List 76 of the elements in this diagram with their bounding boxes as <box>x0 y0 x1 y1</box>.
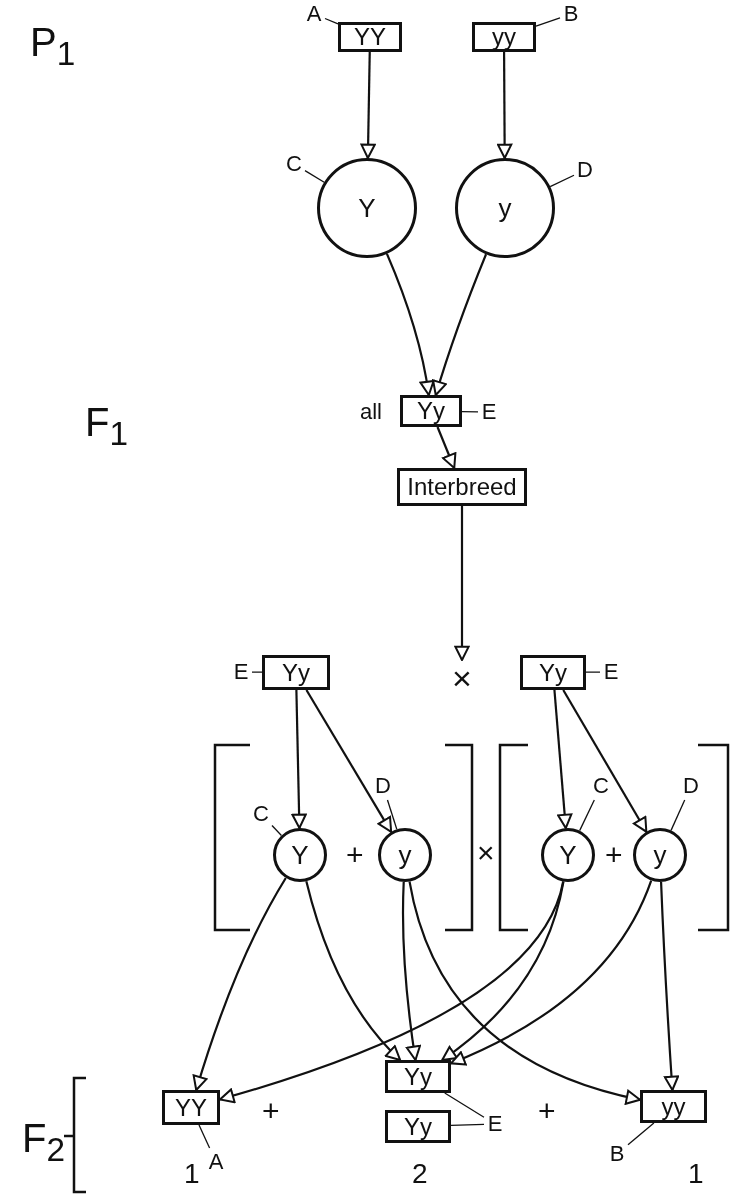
leader-line <box>461 410 479 413</box>
callout-letter: B <box>560 0 582 28</box>
genotype-box: Yy <box>520 655 586 690</box>
genotype-box: yy <box>472 22 536 52</box>
arrow <box>305 880 402 1061</box>
callout-letter: C <box>283 150 305 178</box>
leader-line <box>251 671 263 673</box>
leader-line <box>444 1092 485 1118</box>
leader-line <box>549 174 575 188</box>
generation-label: F$_{1}$ <box>85 402 128 451</box>
ratio-number: 1 <box>184 1160 200 1188</box>
plus-sign: + <box>346 840 364 870</box>
arrow <box>219 881 565 1103</box>
callout-letter: A <box>205 1148 227 1176</box>
genotype-box: YY <box>162 1090 220 1125</box>
leader-line <box>670 799 686 831</box>
gamete-circle: y <box>633 828 687 882</box>
gamete-circle: y <box>455 158 555 258</box>
arrow <box>385 253 435 396</box>
gamete-circle: Y <box>317 158 417 258</box>
ratio-number: 1 <box>688 1160 704 1188</box>
callout-letter: E <box>600 658 622 686</box>
gamete-circle: y <box>378 828 432 882</box>
callout-letter: E <box>230 658 252 686</box>
plus-sign: + <box>605 840 623 870</box>
plus-sign: + <box>538 1096 556 1126</box>
callout-letter: D <box>372 772 394 800</box>
gamete-circle: Y <box>541 828 595 882</box>
arrow <box>660 881 680 1091</box>
callout-letter: D <box>680 772 702 800</box>
leader-line <box>198 1124 211 1149</box>
qualifier-text: all <box>360 401 382 423</box>
callout-letter: E <box>478 398 500 426</box>
generation-label: P$_{1}$ <box>30 22 76 71</box>
arrow <box>401 881 422 1061</box>
arrow <box>450 880 653 1066</box>
leader-line <box>585 671 601 673</box>
arrow <box>436 426 457 469</box>
plus-sign: + <box>262 1096 280 1126</box>
leader-line <box>271 824 283 837</box>
arrow <box>408 881 641 1105</box>
leader-line <box>535 17 561 27</box>
callout-letter: A <box>303 0 325 28</box>
arrow <box>496 52 513 159</box>
arrow <box>305 689 393 833</box>
cross-symbol: × <box>447 660 477 696</box>
genotype-box: Yy <box>385 1110 451 1143</box>
leader-line <box>324 17 339 25</box>
callout-letter: D <box>574 156 596 184</box>
genotype-box: Yy <box>400 395 462 427</box>
leader-line <box>627 1122 655 1146</box>
callout-letter: C <box>590 772 612 800</box>
arrow <box>360 52 376 159</box>
leader-line <box>386 799 398 830</box>
genotype-box: Yy <box>262 655 330 690</box>
ratio-number: 2 <box>412 1160 428 1188</box>
arrow <box>441 881 565 1061</box>
arrow <box>562 689 648 833</box>
leader-line <box>579 799 595 832</box>
arrow <box>553 689 573 830</box>
arrow <box>454 506 470 661</box>
genotype-box: Yy <box>385 1060 451 1093</box>
generation-label: F$_{2}$ <box>22 1118 65 1167</box>
callout-letter: C <box>250 800 272 828</box>
cross-symbol: × <box>477 838 495 868</box>
leader-line <box>450 1123 485 1127</box>
genotype-box: YY <box>338 22 402 52</box>
leader-line <box>304 170 325 183</box>
genotype-box: yy <box>640 1090 707 1123</box>
step-box: Interbreed <box>397 468 527 506</box>
gamete-circle: Y <box>273 828 327 882</box>
arrow <box>432 253 488 396</box>
callout-letter: B <box>606 1140 628 1168</box>
arrow <box>192 877 287 1091</box>
arrow <box>291 689 307 829</box>
callout-letter: E <box>484 1110 506 1138</box>
